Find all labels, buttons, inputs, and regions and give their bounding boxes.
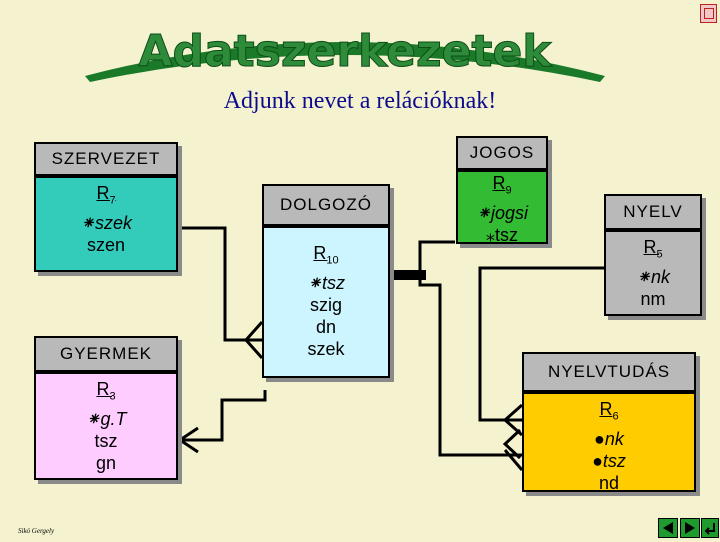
nyelv-body: R5 ⁕nk nm (604, 230, 702, 316)
gyermek-header: GYERMEK (34, 336, 178, 372)
gyermek-attr-gn: gn (95, 452, 117, 473)
nyelvtudas-header: NYELVTUDÁS (522, 352, 696, 392)
author-credit: Sikó Gergely (18, 527, 55, 535)
nyelvtudas-attr: nd (598, 472, 620, 493)
szervezet-body: R7 ⁕szek szen (34, 176, 178, 272)
arrow-left-icon (663, 522, 673, 534)
close-icon[interactable] (700, 4, 717, 23)
dolgozo-attr-szig: szig (309, 294, 342, 315)
nyelv-header: NYELV (604, 194, 702, 230)
nyelvtudas-body: R6 ●nk ●tsz nd (522, 392, 696, 493)
nyelv-key: ⁕nk (635, 266, 671, 287)
gyermek-relation: R3 (96, 379, 116, 403)
arrow-right-icon (685, 522, 695, 534)
szervezet-header: SZERVEZET (34, 142, 178, 176)
dolgozo-attr-dn: dn (315, 316, 337, 337)
title-text: Adatszerkezetek (138, 26, 553, 77)
gyermek-body: R3 ⁕g.T tsz gn (34, 372, 178, 480)
dolgozo-attr-szek: szek (307, 338, 345, 359)
jogos-key: ⁕jogsi (475, 202, 529, 223)
nyelv-relation: R5 (643, 237, 663, 261)
dolgozo-header: DOLGOZÓ (262, 184, 390, 226)
next-button[interactable] (680, 518, 700, 538)
jogos-header: JOGOS (456, 136, 548, 170)
jogos-relation: R9 (492, 173, 512, 197)
nyelvtudas-key-nk: ●nk (594, 428, 624, 449)
dolgozo-relation: R10 (313, 243, 339, 267)
nyelvtudas-key-tsz: ●tsz (592, 450, 626, 471)
szervezet-key: ⁕szek (79, 212, 133, 233)
title-wordart: Adatszerkezetek (85, 26, 605, 82)
nyelvtudas-relation: R6 (599, 399, 619, 423)
return-icon (704, 523, 715, 535)
szervezet-relation: R7 (96, 183, 116, 207)
nyelv-attr: nm (640, 288, 666, 309)
return-button[interactable] (701, 518, 719, 538)
gyermek-key: ⁕g.T (85, 408, 127, 429)
subtitle: Adjunk nevet a relációknak! (223, 88, 497, 114)
gyermek-attr-tsz: tsz (94, 430, 118, 451)
prev-button[interactable] (658, 518, 678, 538)
szervezet-attr: szen (86, 234, 126, 255)
dolgozo-key: ⁕tsz (306, 272, 346, 293)
dolgozo-body: R10 ⁕tsz szig dn szek (262, 226, 390, 378)
jogos-body: R9 ⁕jogsi ⁎tsz (456, 170, 548, 245)
jogos-attr: ⁎tsz (485, 224, 518, 245)
